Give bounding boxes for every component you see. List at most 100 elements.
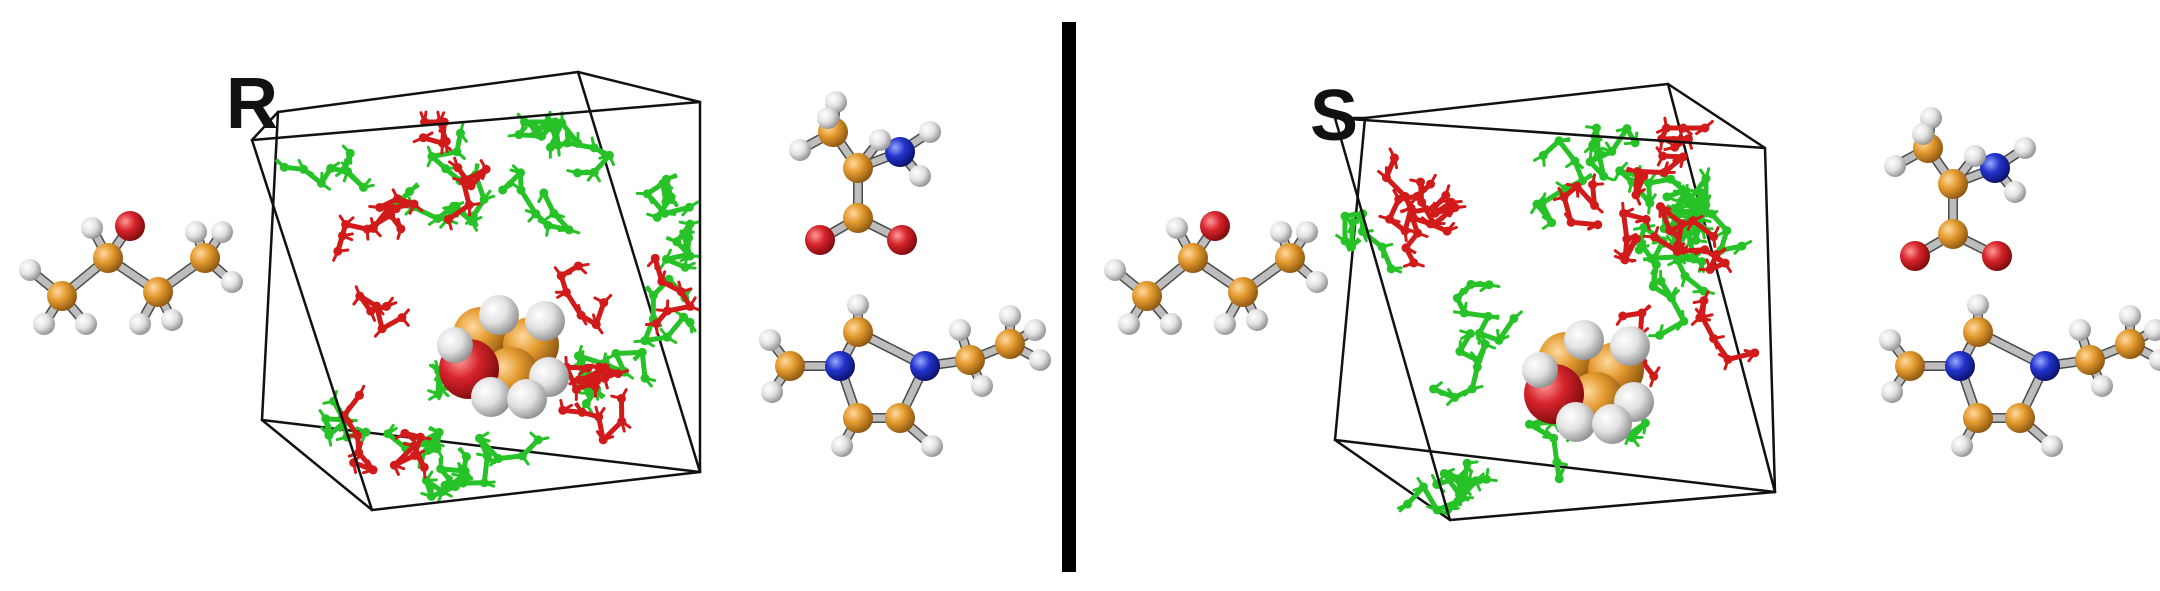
hydrogen-atom xyxy=(1556,402,1596,442)
anion-stick-molecule xyxy=(1552,173,1605,231)
box-edge xyxy=(1763,146,1777,494)
box-edge xyxy=(250,100,702,142)
anion-stick-molecule xyxy=(1690,290,1760,371)
hydrogen-atom xyxy=(999,305,1021,327)
cation-stick-molecule xyxy=(498,164,581,237)
hydrogen-atom xyxy=(525,301,565,341)
cation-stick-molecule xyxy=(1430,458,1498,507)
cation-stick-molecule xyxy=(274,144,375,192)
hydrogen-atom xyxy=(921,435,943,457)
hydrogen-atom xyxy=(761,381,783,403)
hydrogen-atom xyxy=(1104,259,1126,281)
cation-stick-molecule xyxy=(507,110,570,157)
box-edge xyxy=(1448,490,1777,522)
anion-stick-molecule xyxy=(368,188,424,238)
carbon-atom xyxy=(1228,277,1258,307)
carbon-atom xyxy=(1895,351,1925,381)
hydrogen-atom xyxy=(185,221,207,243)
box-edge xyxy=(1333,116,1367,442)
carbon-atom xyxy=(995,329,1025,359)
carbon-atom xyxy=(1132,281,1162,311)
oxygen-atom xyxy=(887,225,917,255)
hydrogen-atom xyxy=(847,294,869,316)
butanol-solute-spacefill xyxy=(1522,320,1654,444)
nitrogen-atom xyxy=(885,137,915,167)
carbon-atom xyxy=(143,277,173,307)
box-edge xyxy=(250,138,374,512)
oxygen-atom xyxy=(1200,211,1230,241)
hydrogen-atom xyxy=(1592,404,1632,444)
hydrogen-atom xyxy=(19,259,41,281)
hydrogen-atom xyxy=(75,313,97,335)
box-edge xyxy=(276,70,580,114)
hydrogen-atom xyxy=(471,377,511,417)
oxygen-atom xyxy=(1900,241,1930,271)
hydrogen-atom xyxy=(1884,155,1906,177)
box-edge xyxy=(1363,82,1670,120)
hydrogen-atom xyxy=(211,221,233,243)
hydrogen-atom xyxy=(1522,352,1558,388)
hydrogen-atom xyxy=(437,327,473,363)
anion-stick-molecule xyxy=(553,261,613,335)
cation-stick-molecule xyxy=(1630,241,1689,340)
oxygen-atom xyxy=(805,225,835,255)
hydrogen-atom xyxy=(2119,305,2141,327)
box-edge xyxy=(260,418,374,512)
box-edge xyxy=(260,110,280,422)
hydrogen-atom xyxy=(869,129,891,151)
carbon-atom xyxy=(843,317,873,347)
hydrogen-atom xyxy=(2004,181,2026,203)
carbon-atom xyxy=(2115,329,2145,359)
carbon-atom xyxy=(2075,345,2105,375)
hydrogen-atom xyxy=(33,313,55,335)
panel-label-s: S xyxy=(1310,76,1358,156)
nitrogen-atom xyxy=(1980,153,2010,183)
anion-stick-molecule xyxy=(1625,146,1688,206)
nitrogen-atom xyxy=(825,351,855,381)
cation-stick-molecule xyxy=(659,219,702,272)
hydrogen-atom xyxy=(971,375,993,397)
cation-stick-molecule xyxy=(1583,123,1640,182)
hydrogen-atom xyxy=(1270,221,1292,243)
box-edge xyxy=(576,70,702,474)
box-edge xyxy=(250,110,280,142)
hydrogen-atom xyxy=(507,379,547,419)
emim-cation-molecule-r xyxy=(759,294,1051,457)
carbon-atom xyxy=(2005,403,2035,433)
hydrogen-atom xyxy=(479,295,519,335)
nitrogen-atom xyxy=(1945,351,1975,381)
anion-stick-molecule xyxy=(443,156,491,231)
anion-stick-molecule xyxy=(1378,173,1437,243)
carbon-atom xyxy=(93,243,123,273)
carbon-atom xyxy=(955,345,985,375)
emim-cation-molecule-s xyxy=(1879,294,2160,457)
box-edge xyxy=(1666,82,1767,150)
hydrogen-atom xyxy=(919,121,941,143)
carbon-atom xyxy=(1963,317,1993,347)
box-edge xyxy=(576,70,702,104)
carbon-atom xyxy=(775,351,805,381)
oxygen-atom xyxy=(115,211,145,241)
carbon-atom xyxy=(1178,243,1208,273)
anion-stick-molecule xyxy=(1655,202,1720,255)
cation-stick-molecule xyxy=(1677,167,1753,258)
box-edge xyxy=(1666,82,1777,494)
hydrogen-atom xyxy=(2041,435,2063,457)
simulation-box-s xyxy=(1333,82,1777,522)
hydrogen-atom xyxy=(1214,313,1236,335)
hydrogen-atom xyxy=(1912,123,1934,145)
anion-stick-molecule xyxy=(389,428,432,479)
hydrogen-atom xyxy=(221,271,243,293)
cation-stick-molecule xyxy=(1530,136,1594,230)
hydrogen-atom xyxy=(2069,319,2091,341)
carbon-atom xyxy=(885,403,915,433)
box-edge xyxy=(370,470,702,512)
carbon-atom xyxy=(843,153,873,183)
hydrogen-atom xyxy=(81,217,103,239)
cation-stick-molecule xyxy=(1452,279,1523,345)
hydrogen-atom xyxy=(909,165,931,187)
anion-stick-molecule xyxy=(1613,201,1651,265)
carbon-atom xyxy=(1938,219,1968,249)
cation-stick-molecule xyxy=(635,173,700,222)
